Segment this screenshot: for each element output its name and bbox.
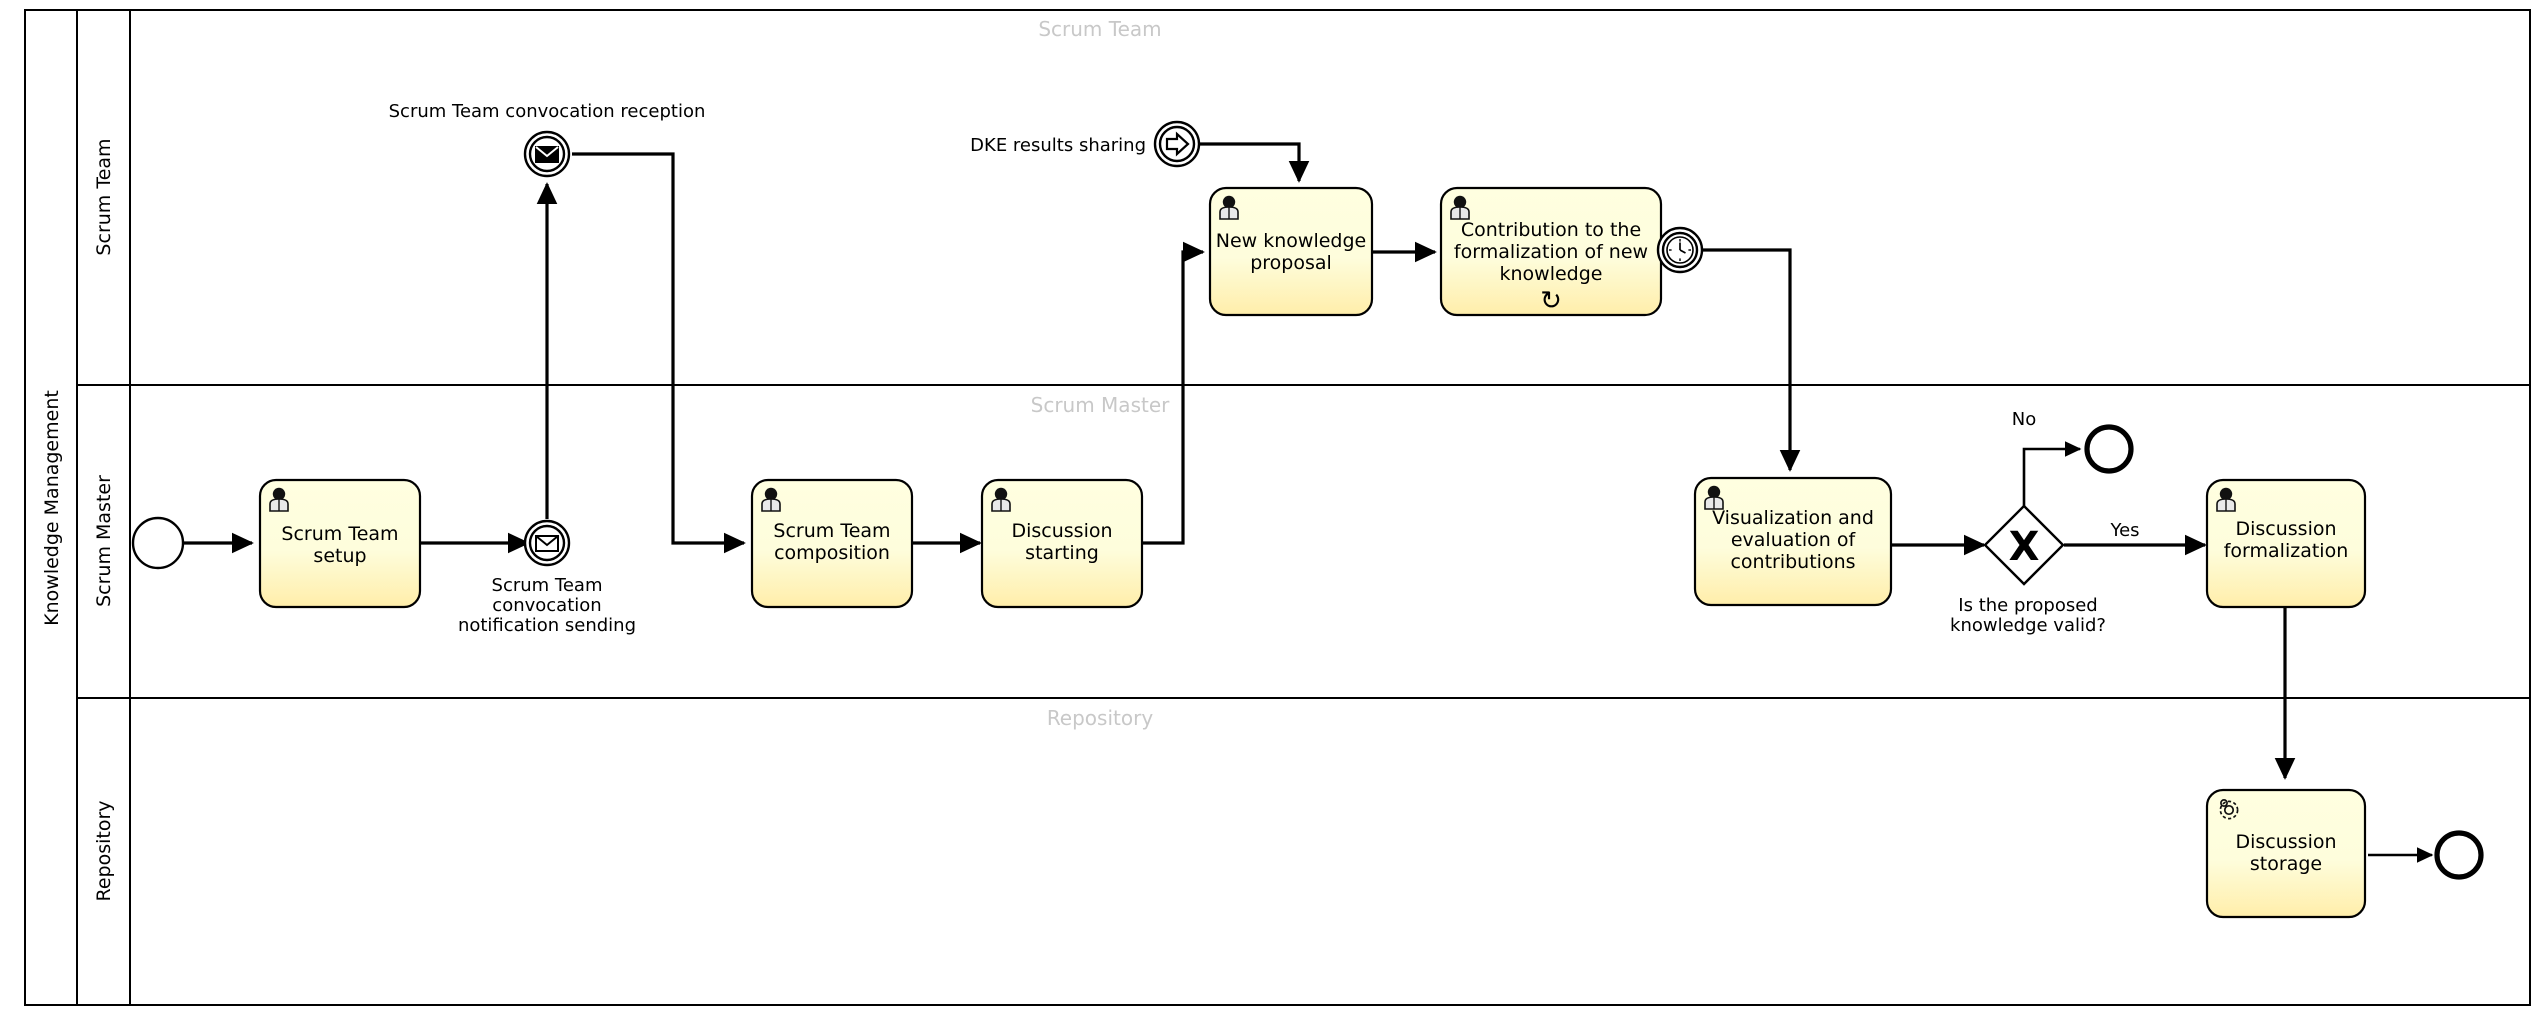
task-new-knowledge-proposal-line1: New knowledge: [1216, 230, 1366, 252]
convocation-notification-sending-label-2: convocation: [492, 595, 601, 616]
end-event-no[interactable]: [2084, 424, 2134, 474]
end-event-storage[interactable]: [2434, 830, 2484, 880]
gateway-x-icon: X: [2009, 524, 2040, 570]
clock-icon: [1666, 236, 1694, 264]
task-discussion-starting-line2: starting: [1025, 542, 1099, 564]
loop-marker-icon: ↻: [1540, 286, 1562, 316]
pool-knowledge-management: Knowledge Management: [24, 9, 2531, 1006]
convocation-reception-label: Scrum Team convocation reception: [389, 101, 706, 122]
user-icon: [2216, 487, 2236, 512]
flow-timer-to-visualization: [1702, 248, 1801, 472]
task-visualization-evaluation-line3: contributions: [1730, 551, 1855, 573]
task-visualization-evaluation-line2: evaluation of: [1731, 529, 1857, 551]
lane-label-repository: Repository: [93, 800, 115, 901]
user-icon: [1450, 195, 1470, 220]
user-icon: [761, 487, 781, 512]
user-icon: [1704, 485, 1724, 510]
convocation-notification-sending-label-3: notification sending: [458, 615, 636, 636]
convocation-reception-event[interactable]: [523, 130, 571, 178]
task-contribution-formalization-line2: formalization of new: [1454, 241, 1648, 263]
task-scrum-team-composition[interactable]: Scrum Team composition: [750, 478, 914, 609]
convocation-notification-sending-event[interactable]: [523, 519, 571, 567]
sequence-flows: [184, 142, 2434, 863]
pool-label: Knowledge Management: [41, 390, 63, 626]
task-scrum-team-setup-line1: Scrum Team: [281, 523, 398, 545]
task-scrum-team-composition-line1: Scrum Team: [773, 520, 890, 542]
lane-caption-scrum-team: Scrum Team: [1038, 17, 1161, 41]
task-discussion-starting-line1: Discussion: [1011, 520, 1112, 542]
task-discussion-storage-line2: storage: [2250, 853, 2322, 875]
user-icon: [1219, 195, 1239, 220]
task-new-knowledge-proposal[interactable]: New knowledge proposal: [1208, 186, 1374, 317]
contribution-timer-boundary-event[interactable]: [1656, 226, 1704, 274]
task-visualization-evaluation[interactable]: Visualization and evaluation of contribu…: [1693, 476, 1893, 607]
task-visualization-evaluation-line1: Visualization and: [1712, 507, 1874, 529]
lane-label-scrum-team: Scrum Team: [93, 138, 115, 255]
user-icon: [269, 487, 289, 512]
envelope-filled-icon: [535, 146, 559, 163]
lane-caption-repository: Repository: [1047, 706, 1154, 730]
lane-caption-scrum-master: Scrum Master: [1031, 393, 1171, 417]
flow-gateway-no-to-end: [2022, 441, 2082, 506]
flow-label-no: No: [2012, 409, 2036, 430]
flow-dke-to-new-knowledge: [1200, 142, 1310, 183]
knowledge-valid-gateway[interactable]: X: [1983, 504, 2065, 586]
task-discussion-starting[interactable]: Discussion starting: [980, 478, 1144, 609]
flow-label-yes: Yes: [2109, 520, 2139, 541]
gear-icon: [2219, 799, 2239, 820]
task-discussion-formalization-line1: Discussion: [2235, 518, 2336, 540]
convocation-notification-sending-label-1: Scrum Team: [492, 575, 603, 596]
task-contribution-formalization-line1: Contribution to the: [1461, 219, 1641, 241]
task-contribution-formalization[interactable]: Contribution to the formalization of new…: [1439, 186, 1663, 317]
task-discussion-formalization[interactable]: Discussion formalization: [2205, 478, 2367, 609]
task-discussion-formalization-line2: formalization: [2224, 540, 2349, 562]
task-new-knowledge-proposal-line2: proposal: [1250, 252, 1332, 274]
task-scrum-team-composition-line2: composition: [774, 542, 890, 564]
envelope-icon: [535, 535, 559, 552]
gateway-label-line2: knowledge valid?: [1950, 615, 2106, 636]
start-event[interactable]: [131, 516, 185, 570]
task-scrum-team-setup[interactable]: Scrum Team setup: [258, 478, 422, 609]
dke-results-sharing-label: DKE results sharing: [970, 135, 1146, 156]
task-contribution-formalization-line3: knowledge: [1500, 263, 1603, 285]
gateway-label-line1: Is the proposed: [1958, 595, 2097, 616]
lane-label-scrum-master: Scrum Master: [93, 475, 115, 607]
task-scrum-team-setup-line2: setup: [313, 545, 366, 567]
user-icon: [991, 487, 1011, 512]
link-arrow-icon: [1165, 131, 1190, 157]
task-discussion-storage-line1: Discussion: [2235, 831, 2336, 853]
dke-results-sharing-event[interactable]: [1153, 120, 1201, 168]
task-discussion-storage[interactable]: Discussion storage: [2205, 788, 2367, 919]
flow-reception-to-composition: [572, 152, 746, 554]
flow-discussion-starting-to-new-knowledge: [1142, 241, 1205, 545]
